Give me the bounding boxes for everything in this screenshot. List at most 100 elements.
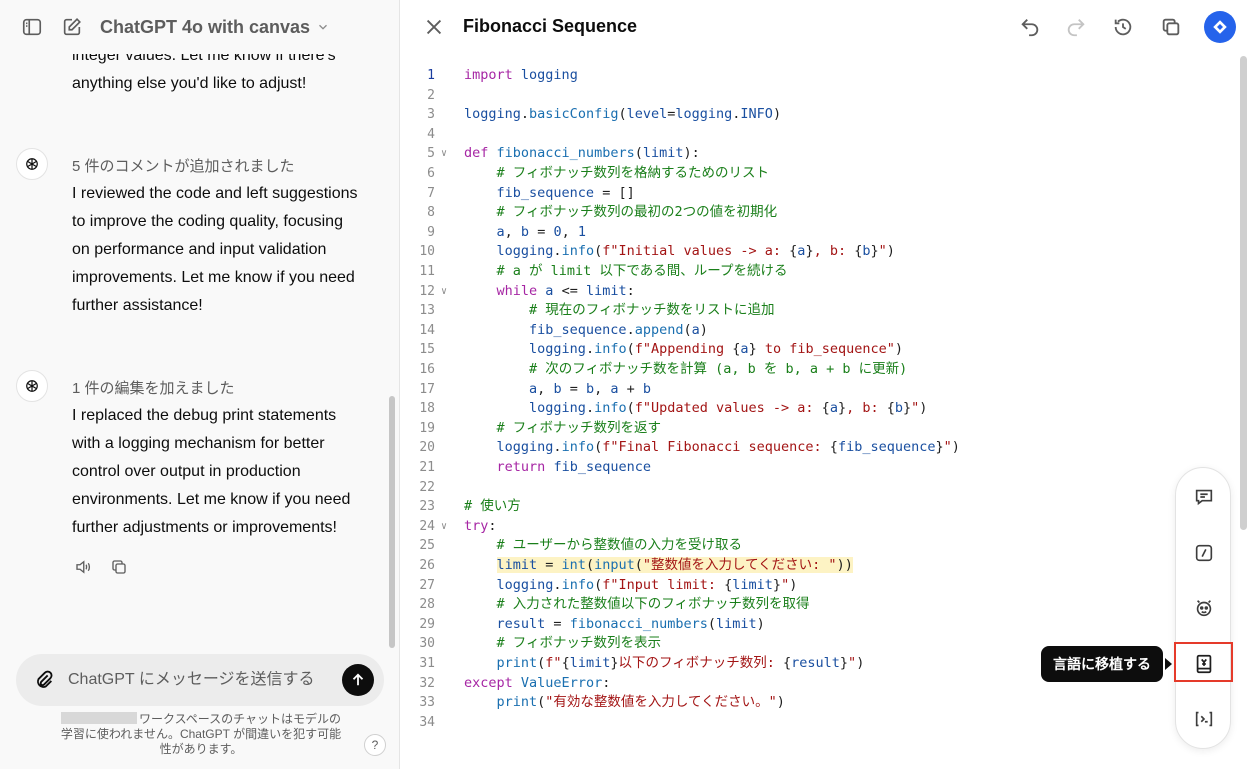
- code-token: {: [821, 400, 830, 417]
- code-line[interactable]: 34: [401, 713, 1181, 733]
- copy-canvas-button[interactable]: [1159, 15, 1183, 39]
- code-line[interactable]: 25 # ユーザーから整数値の入力を受け取る: [401, 536, 1181, 556]
- code-token: (: [626, 400, 635, 417]
- tooltip: 言語に移植する: [1041, 646, 1163, 682]
- message-line: improvements. Let me know if you need: [72, 269, 355, 286]
- code-line[interactable]: 18 logging.info(f"Updated values -> a: {…: [401, 399, 1181, 419]
- history-button[interactable]: [1111, 15, 1135, 39]
- code-token: [464, 596, 497, 612]
- code-line[interactable]: 10 logging.info(f"Initial values -> a: {…: [401, 242, 1181, 262]
- read-aloud-icon[interactable]: [74, 558, 92, 581]
- code-line[interactable]: 2: [401, 86, 1181, 106]
- slash-box-icon: [1195, 544, 1213, 562]
- code-line[interactable]: 11 # a が limit 以下である間、ループを続ける: [401, 262, 1181, 282]
- code-line[interactable]: 12∨ while a <= limit:: [401, 282, 1181, 302]
- message-header[interactable]: 5 件のコメントが追加されました: [72, 158, 295, 175]
- code-text: import logging: [464, 66, 578, 86]
- code-line[interactable]: 4: [401, 125, 1181, 145]
- close-canvas-button[interactable]: [423, 16, 445, 38]
- code-token: logging: [675, 106, 733, 123]
- code-line[interactable]: 28 # 入力された整数値以下のフィボナッチ数列を取得: [401, 595, 1181, 615]
- message-line: on performance and input validation: [72, 241, 327, 258]
- chat-scrollbar[interactable]: [389, 396, 395, 648]
- code-token: # a が limit 以下である間、ループを続ける: [496, 263, 788, 279]
- fix-bugs-button[interactable]: [1191, 595, 1217, 621]
- code-line[interactable]: 20 logging.info(f"Final Fibonacci sequen…: [401, 438, 1181, 458]
- fold-chevron-icon[interactable]: ∨: [441, 285, 448, 297]
- code-line[interactable]: 13 # 現在のフィボナッチ数をリストに追加: [401, 301, 1181, 321]
- code-review-button[interactable]: [1191, 706, 1217, 732]
- code-token: while: [496, 282, 538, 299]
- code-token: }: [748, 341, 757, 358]
- code-token: {: [782, 655, 792, 671]
- code-text: logging.info(f"Final Fibonacci sequence:…: [464, 438, 960, 458]
- code-token: info: [561, 576, 595, 593]
- code-line[interactable]: 27 logging.info(f"Input limit: {limit}"): [401, 576, 1181, 596]
- fold-chevron-icon[interactable]: ∨: [441, 148, 448, 160]
- code-line[interactable]: 6 # フィボナッチ数列を格納するためのリスト: [401, 164, 1181, 184]
- code-line[interactable]: 26 limit = int(input("整数値を入力してください: ")): [401, 556, 1181, 576]
- undo-button[interactable]: [1018, 15, 1042, 39]
- code-token: =: [545, 615, 570, 632]
- code-line[interactable]: 33 print("有効な整数値を入力してください。"): [401, 693, 1181, 713]
- code-token: {: [724, 576, 733, 593]
- code-line[interactable]: 29 result = fibonacci_numbers(limit): [401, 615, 1181, 635]
- sidebar-toggle-icon[interactable]: [20, 15, 44, 39]
- code-line[interactable]: 22: [401, 478, 1181, 498]
- code-token: ): [772, 106, 782, 123]
- paperclip-icon[interactable]: [32, 668, 56, 692]
- code-line[interactable]: 24∨try:: [401, 517, 1181, 537]
- code-token: b: [642, 380, 652, 397]
- redo-button[interactable]: [1064, 15, 1088, 39]
- code-token: result: [496, 615, 546, 632]
- message-header[interactable]: 1 件の編集を加えました: [72, 380, 235, 397]
- fold-chevron-icon[interactable]: ∨: [441, 520, 448, 532]
- arrow-up-icon: [352, 673, 364, 686]
- code-line[interactable]: 30 # フィボナッチ数列を表示: [401, 634, 1181, 654]
- code-line[interactable]: 17 a, b = b, a + b: [401, 380, 1181, 400]
- code-line[interactable]: 7 fib_sequence = []: [401, 184, 1181, 204]
- code-line[interactable]: 19 # フィボナッチ数列を返す: [401, 419, 1181, 439]
- add-logs-button[interactable]: [1191, 540, 1217, 566]
- code-token: limit: [716, 615, 757, 632]
- editor-scrollbar[interactable]: [1240, 56, 1247, 530]
- code-line[interactable]: 31 print(f"{limit}以下のフィボナッチ数列: {result}"…: [401, 654, 1181, 674]
- code-token: [464, 302, 529, 318]
- code-token: print: [496, 655, 538, 671]
- code-line[interactable]: 9 a, b = 0, 1: [401, 223, 1181, 243]
- code-line[interactable]: 14 fib_sequence.append(a): [401, 321, 1181, 341]
- line-number: 6: [427, 166, 435, 181]
- model-selector[interactable]: ChatGPT 4o with canvas: [100, 17, 330, 38]
- code-token: =: [529, 223, 554, 240]
- code-text: # 使い方: [464, 497, 521, 517]
- port-language-button[interactable]: [1191, 651, 1217, 677]
- line-number: 4: [427, 126, 435, 142]
- code-token: # 入力された整数値以下のフィボナッチ数列を取得: [496, 596, 810, 613]
- share-button[interactable]: [1204, 11, 1236, 43]
- code-token: :: [626, 282, 635, 299]
- code-token: [464, 537, 497, 553]
- code-line[interactable]: 5∨def fibonacci_numbers(limit):: [401, 144, 1181, 164]
- code-token: fibonacci_numbers: [496, 145, 635, 162]
- review-code-button[interactable]: [1191, 484, 1217, 510]
- help-button[interactable]: ?: [364, 734, 386, 756]
- code-line[interactable]: 21 return fib_sequence: [401, 458, 1181, 478]
- redo-icon: [1067, 19, 1085, 37]
- code-line[interactable]: 8 # フィボナッチ数列の最初の2つの値を初期化: [401, 203, 1181, 223]
- code-token: [464, 263, 497, 279]
- code-token: (: [537, 694, 546, 711]
- code-token: info: [594, 400, 627, 417]
- code-line[interactable]: 23# 使い方: [401, 497, 1181, 517]
- copy-icon[interactable]: [110, 558, 128, 581]
- code-line[interactable]: 15 logging.info(f"Appending {a} to fib_s…: [401, 340, 1181, 360]
- message-input[interactable]: [68, 671, 338, 689]
- code-line[interactable]: 16 # 次のフィボナッチ数を計算 (a, b を b, a + b に更新): [401, 360, 1181, 380]
- send-button[interactable]: [342, 664, 374, 696]
- code-token: [464, 381, 529, 397]
- code-text: result = fibonacci_numbers(limit): [464, 615, 765, 635]
- new-chat-icon[interactable]: [60, 15, 84, 39]
- code-token: [464, 655, 497, 671]
